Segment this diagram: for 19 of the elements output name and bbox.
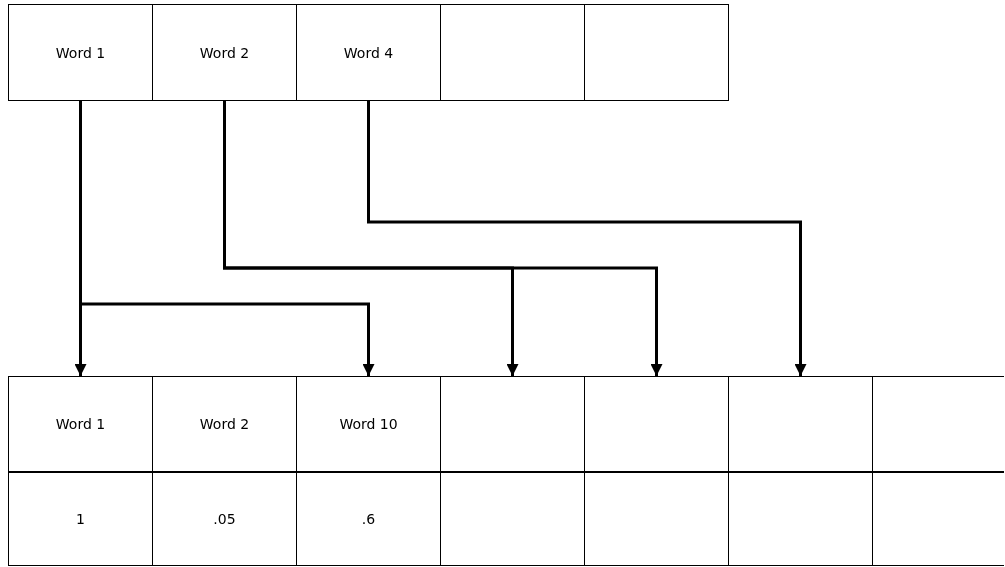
cell-word: Word 2: [199, 416, 250, 432]
arrow: [367, 101, 807, 376]
word-cell: [152, 376, 297, 472]
word-cell: [8, 4, 153, 101]
word-cell: [8, 376, 153, 472]
cell-word: Word 1: [55, 44, 106, 61]
cell-word: Word 10: [339, 416, 398, 432]
word-cell: [296, 376, 441, 472]
word-cell: [296, 4, 441, 101]
cell-value: .6: [361, 511, 376, 527]
cell-word: Word 2: [199, 44, 250, 61]
cell-value: .05: [213, 511, 236, 527]
value-cell: [8, 472, 153, 566]
value-cell: [296, 472, 441, 566]
value-cell: [152, 472, 297, 566]
cell-value: 1: [76, 511, 85, 527]
cell-word: Word 4: [343, 44, 394, 61]
cell-word: Word 1: [55, 416, 106, 432]
word-cell: [152, 4, 297, 101]
